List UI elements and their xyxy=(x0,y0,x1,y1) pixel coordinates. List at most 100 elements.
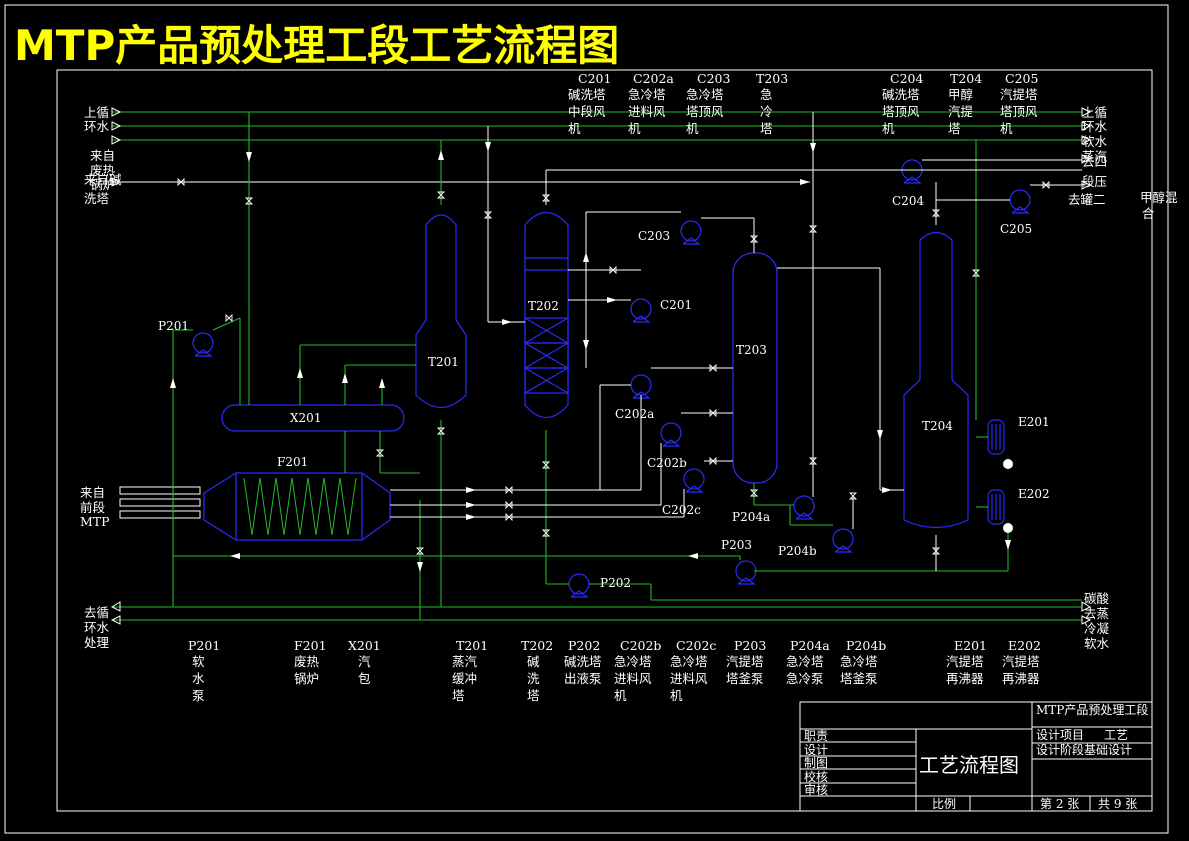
top-equipment-labels: C201 碱洗塔 中段风 机 C202a 急冷塔 进料风 机 C203 急冷塔 … xyxy=(568,71,1038,136)
tb-drawing-title: 工艺流程图 xyxy=(919,753,1019,777)
bot-f201-l2: 锅炉 xyxy=(294,671,319,686)
bot-p204b-l2: 塔釜泵 xyxy=(840,671,878,686)
bot-p201-l3: 泵 xyxy=(192,688,205,703)
bot-t202-tag: T202 xyxy=(521,638,553,653)
top-label-c202a-tag: C202a xyxy=(633,71,674,86)
right-mid-1: 去四 xyxy=(1082,154,1107,169)
bot-t202-l3: 塔 xyxy=(527,688,540,703)
tag-c202c: C202c xyxy=(662,503,701,517)
inner-frame xyxy=(56,69,1153,812)
bot-p203-l1: 汽提塔 xyxy=(726,654,764,669)
bot-e201-l1: 汽提塔 xyxy=(946,654,984,669)
bot-x201-l1: 汽 xyxy=(358,654,371,669)
title-block xyxy=(799,701,1153,812)
bot-f201-tag: F201 xyxy=(294,638,327,653)
left-top-5: 锅炉 xyxy=(90,177,115,192)
left-bottom-2: 环水 xyxy=(84,620,110,635)
top-label-t204-line2: 汽提 xyxy=(948,104,974,119)
bot-p201-tag: P201 xyxy=(188,638,220,653)
bot-p204b-l1: 急冷塔 xyxy=(840,654,878,669)
bottom-equipment-labels: P201 软 水 泵 F201 废热 锅炉 X201 汽 包 T201 蒸汽 缓… xyxy=(188,638,1041,703)
top-label-t204-line1: 甲醇 xyxy=(948,87,973,102)
bot-p203-l2: 塔釜泵 xyxy=(726,671,764,686)
title-block-text: MTP产品预处理工段 设计项目 工艺 设计阶段基础设计 工艺流程图 职责 设计 … xyxy=(804,702,1148,811)
left-top-6: 来自碱 xyxy=(84,172,122,187)
tag-c202a: C202a xyxy=(615,407,654,421)
top-label-c205-line2: 塔顶风 xyxy=(1000,104,1038,119)
bot-e202-l1: 汽提塔 xyxy=(1002,654,1040,669)
tag-c201: C201 xyxy=(660,298,692,312)
left-top-1: 上循 xyxy=(84,105,109,120)
tb-role-2: 设计 xyxy=(804,743,828,757)
bot-e201-tag: E201 xyxy=(954,638,987,653)
t203-column xyxy=(732,252,778,484)
left-side-labels: 上循 环水 来自 废热 锅炉 来自碱 洗塔 来自 前段 MTP 去循 环水 处理 xyxy=(80,105,122,650)
right-top-1: 上循 xyxy=(1082,105,1107,120)
tb-role-5: 审核 xyxy=(804,782,828,797)
bot-t201-l2: 缓冲 xyxy=(452,671,477,686)
top-label-c203-tag: C203 xyxy=(697,71,730,86)
top-label-c205-line3: 机 xyxy=(1000,121,1013,136)
bot-t202-l1: 碱 xyxy=(527,654,540,669)
tb-sheet: 第 2 张 xyxy=(1040,797,1079,811)
t204-column xyxy=(903,231,969,529)
top-label-c204-line1: 碱洗塔 xyxy=(882,87,920,102)
tag-p204b: P204b xyxy=(778,544,817,558)
bot-p201-l2: 水 xyxy=(192,671,205,686)
tag-c203: C203 xyxy=(638,229,670,243)
e202-reboiler xyxy=(987,489,1013,533)
x201-steam-drum xyxy=(221,404,405,432)
valves xyxy=(177,177,1050,555)
top-label-c204-line3: 机 xyxy=(882,121,895,136)
bot-c202b-l2: 进料风 xyxy=(614,671,652,686)
bot-e201-l2: 再沸器 xyxy=(946,671,984,686)
top-label-t203-tag: T203 xyxy=(756,71,788,86)
bot-p202-l1: 碱洗塔 xyxy=(564,654,602,669)
tag-t202: T202 xyxy=(528,299,559,313)
right-side-labels: 上循 环水 软水 蒸汽 去四 段压 去罐二 甲醇混 合 碳酸 去蒸 冷凝 软水 xyxy=(1068,105,1178,651)
tag-t201: T201 xyxy=(428,355,459,369)
top-label-c203-line3: 机 xyxy=(686,121,699,136)
left-top-3: 来自 xyxy=(90,148,115,163)
tb-role-4: 校核 xyxy=(804,769,828,784)
header-pipes xyxy=(112,111,1082,621)
top-label-c204-tag: C204 xyxy=(890,71,923,86)
top-label-c202a-line3: 机 xyxy=(628,121,641,136)
f201-boiler xyxy=(203,472,391,541)
right-far-2: 合 xyxy=(1142,206,1155,221)
tb-design-item-label: 设计项目 xyxy=(1036,728,1084,742)
tb-design-item-value: 工艺 xyxy=(1104,728,1128,742)
left-mid-1: 来自 xyxy=(80,485,105,500)
bot-x201-l2: 包 xyxy=(358,671,371,686)
left-top-2: 环水 xyxy=(84,119,110,134)
top-label-t203-line3: 塔 xyxy=(760,121,773,136)
right-top-4: 蒸汽 xyxy=(1082,149,1108,164)
tag-p204a: P204a xyxy=(732,510,770,524)
equipment-tags: T201 T202 T203 T204 X201 F201 P201 P202 … xyxy=(158,194,1050,590)
right-mid-3: 去罐二 xyxy=(1068,192,1106,207)
bot-c202c-l2: 进料风 xyxy=(670,671,708,686)
top-label-c205-line1: 汽提塔 xyxy=(1000,87,1038,102)
top-label-c205-tag: C205 xyxy=(1005,71,1038,86)
top-label-c201-line1: 碱洗塔 xyxy=(568,87,606,102)
bot-c202b-l1: 急冷塔 xyxy=(614,654,652,669)
tag-t203: T203 xyxy=(736,343,767,357)
tag-c205: C205 xyxy=(1000,222,1032,236)
top-label-t204-tag: T204 xyxy=(950,71,982,86)
bot-e202-l2: 再沸器 xyxy=(1002,671,1040,686)
bot-c202c-l3: 机 xyxy=(670,688,683,703)
tb-design-stage: 设计阶段基础设计 xyxy=(1036,742,1132,757)
bot-c202c-tag: C202c xyxy=(676,638,716,653)
top-label-t204-line3: 塔 xyxy=(948,121,961,136)
tag-c204: C204 xyxy=(892,194,924,208)
top-label-c204-line2: 塔顶风 xyxy=(882,104,920,119)
top-label-c201-line2: 中段风 xyxy=(568,104,606,119)
tag-p202: P202 xyxy=(600,576,631,590)
bot-c202b-l3: 机 xyxy=(614,688,627,703)
top-label-t203-line1: 急 xyxy=(760,87,773,102)
tag-x201: X201 xyxy=(290,411,321,425)
flow-arrows xyxy=(170,142,1011,572)
tag-p203: P203 xyxy=(721,538,752,552)
outer-frame xyxy=(4,4,1169,834)
right-top-3: 软水 xyxy=(1082,134,1108,149)
